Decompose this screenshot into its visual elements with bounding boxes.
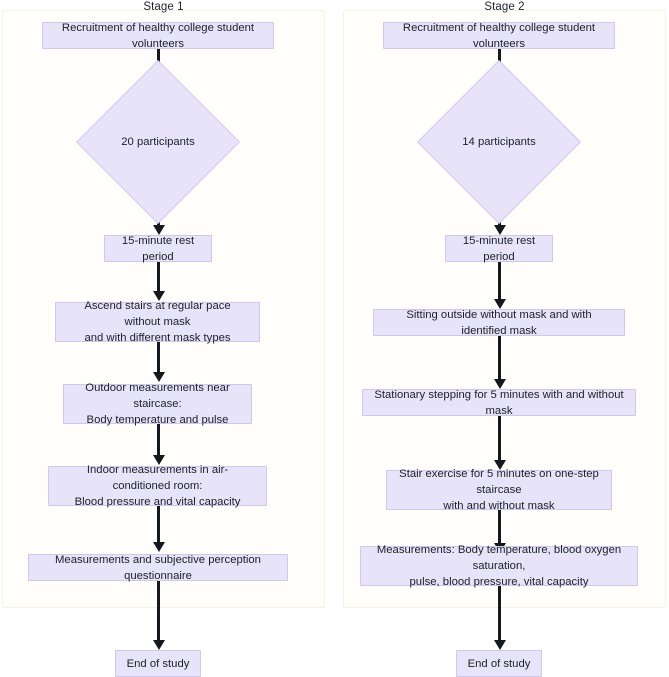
node-s1-outdoor-measurements[interactable]: Outdoor measurements near staircase: Bod… — [63, 382, 252, 426]
node-s2-end-of-study[interactable]: End of study — [456, 650, 542, 677]
edge-s2-stairs-to-measurements — [498, 510, 501, 544]
node-s2-stationary-stepping[interactable]: Stationary stepping for 5 minutes with a… — [362, 389, 636, 417]
edge-s2-measurements-to-end — [498, 585, 501, 641]
stage1-title: Stage 1 — [143, 1, 184, 13]
node-s2-participants-label: 14 participants — [462, 136, 536, 148]
node-s1-participants[interactable]: 20 participants — [75, 59, 241, 225]
edge-s1-rest-to-ascend — [157, 262, 160, 292]
node-s1-end-of-study[interactable]: End of study — [115, 650, 201, 677]
node-s1-questionnaire[interactable]: Measurements and subjective perception q… — [28, 554, 288, 582]
node-s2-measurements[interactable]: Measurements: Body temperature, blood ox… — [360, 544, 638, 588]
edge-s2-sitting-to-stepping — [498, 335, 501, 380]
edge-s1-questionnaire-to-end — [157, 580, 160, 641]
edge-s2-stepping-to-stairs — [498, 415, 501, 461]
edge-s1-indoor-to-questionnaire — [157, 506, 160, 543]
node-s1-rest[interactable]: 15-minute rest period — [104, 235, 212, 263]
node-s2-stair-exercise[interactable]: Stair exercise for 5 minutes on one-step… — [386, 468, 612, 512]
node-s1-indoor-measurements[interactable]: Indoor measurements in air-conditioned r… — [48, 464, 267, 508]
edge-s2-rest-to-sitting — [498, 262, 501, 300]
node-s2-rest[interactable]: 15-minute rest period — [445, 235, 553, 263]
node-s2-sitting-outside[interactable]: Sitting outside without mask and with id… — [373, 309, 625, 337]
node-s1-participants-label: 20 participants — [121, 136, 195, 148]
node-s1-recruitment[interactable]: Recruitment of healthy college student v… — [42, 22, 274, 50]
node-s1-ascend-stairs[interactable]: Ascend stairs at regular pace without ma… — [55, 300, 260, 344]
edge-s1-outdoor-to-indoor — [157, 423, 160, 456]
stage2-title: Stage 2 — [484, 1, 525, 13]
edge-s1-ascend-to-outdoor — [157, 341, 160, 373]
node-s2-recruitment[interactable]: Recruitment of healthy college student v… — [383, 22, 615, 50]
node-s2-participants[interactable]: 14 participants — [416, 59, 582, 225]
